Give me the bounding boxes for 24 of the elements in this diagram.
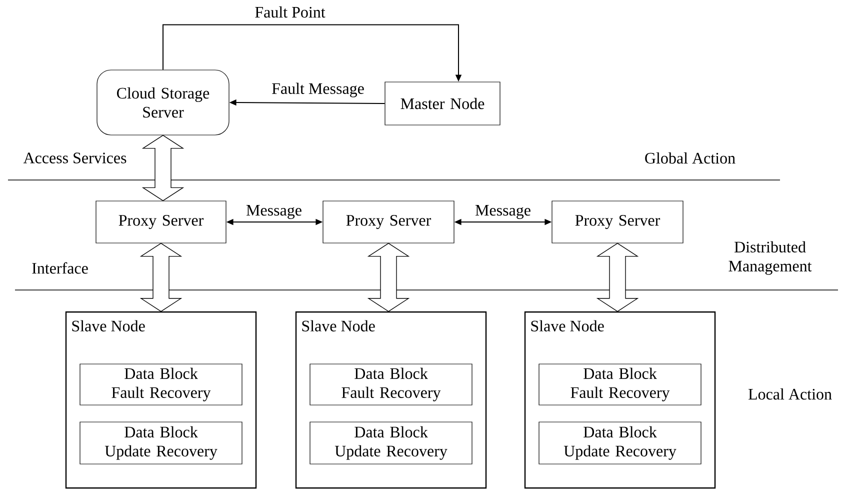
section-label: Distributed Management (728, 241, 812, 275)
double-arrow (142, 134, 184, 202)
process-box: Data Block Update Recovery (310, 422, 472, 464)
process-box: Proxy Server (96, 200, 226, 244)
double-arrow (367, 242, 410, 312)
process-box: Data Block Fault Recovery (80, 364, 242, 406)
process-box: Data Block Fault Recovery (310, 364, 472, 406)
double-arrow (140, 242, 182, 312)
edge-label: Fault Point (255, 6, 326, 18)
double-arrow (596, 242, 639, 312)
section-label: Global Action (645, 152, 736, 164)
edge-label: Access Services (23, 152, 126, 164)
process-box: Proxy Server (322, 200, 454, 244)
process-box: Data Block Update Recovery (538, 422, 702, 464)
edge-label: Message (246, 205, 302, 219)
edge-label: Message (475, 205, 530, 219)
edge-label: Fault Message (272, 82, 364, 98)
process-box: Master Node (384, 82, 500, 126)
rounded-box: Cloud Storage Server (96, 70, 230, 136)
section-label: Local Action (748, 388, 832, 400)
process-box: Data Block Fault Recovery (538, 364, 702, 406)
edge-label: Interface (32, 262, 88, 274)
process-box: Data Block Update Recovery (80, 422, 242, 464)
process-box: Proxy Server (552, 200, 684, 244)
